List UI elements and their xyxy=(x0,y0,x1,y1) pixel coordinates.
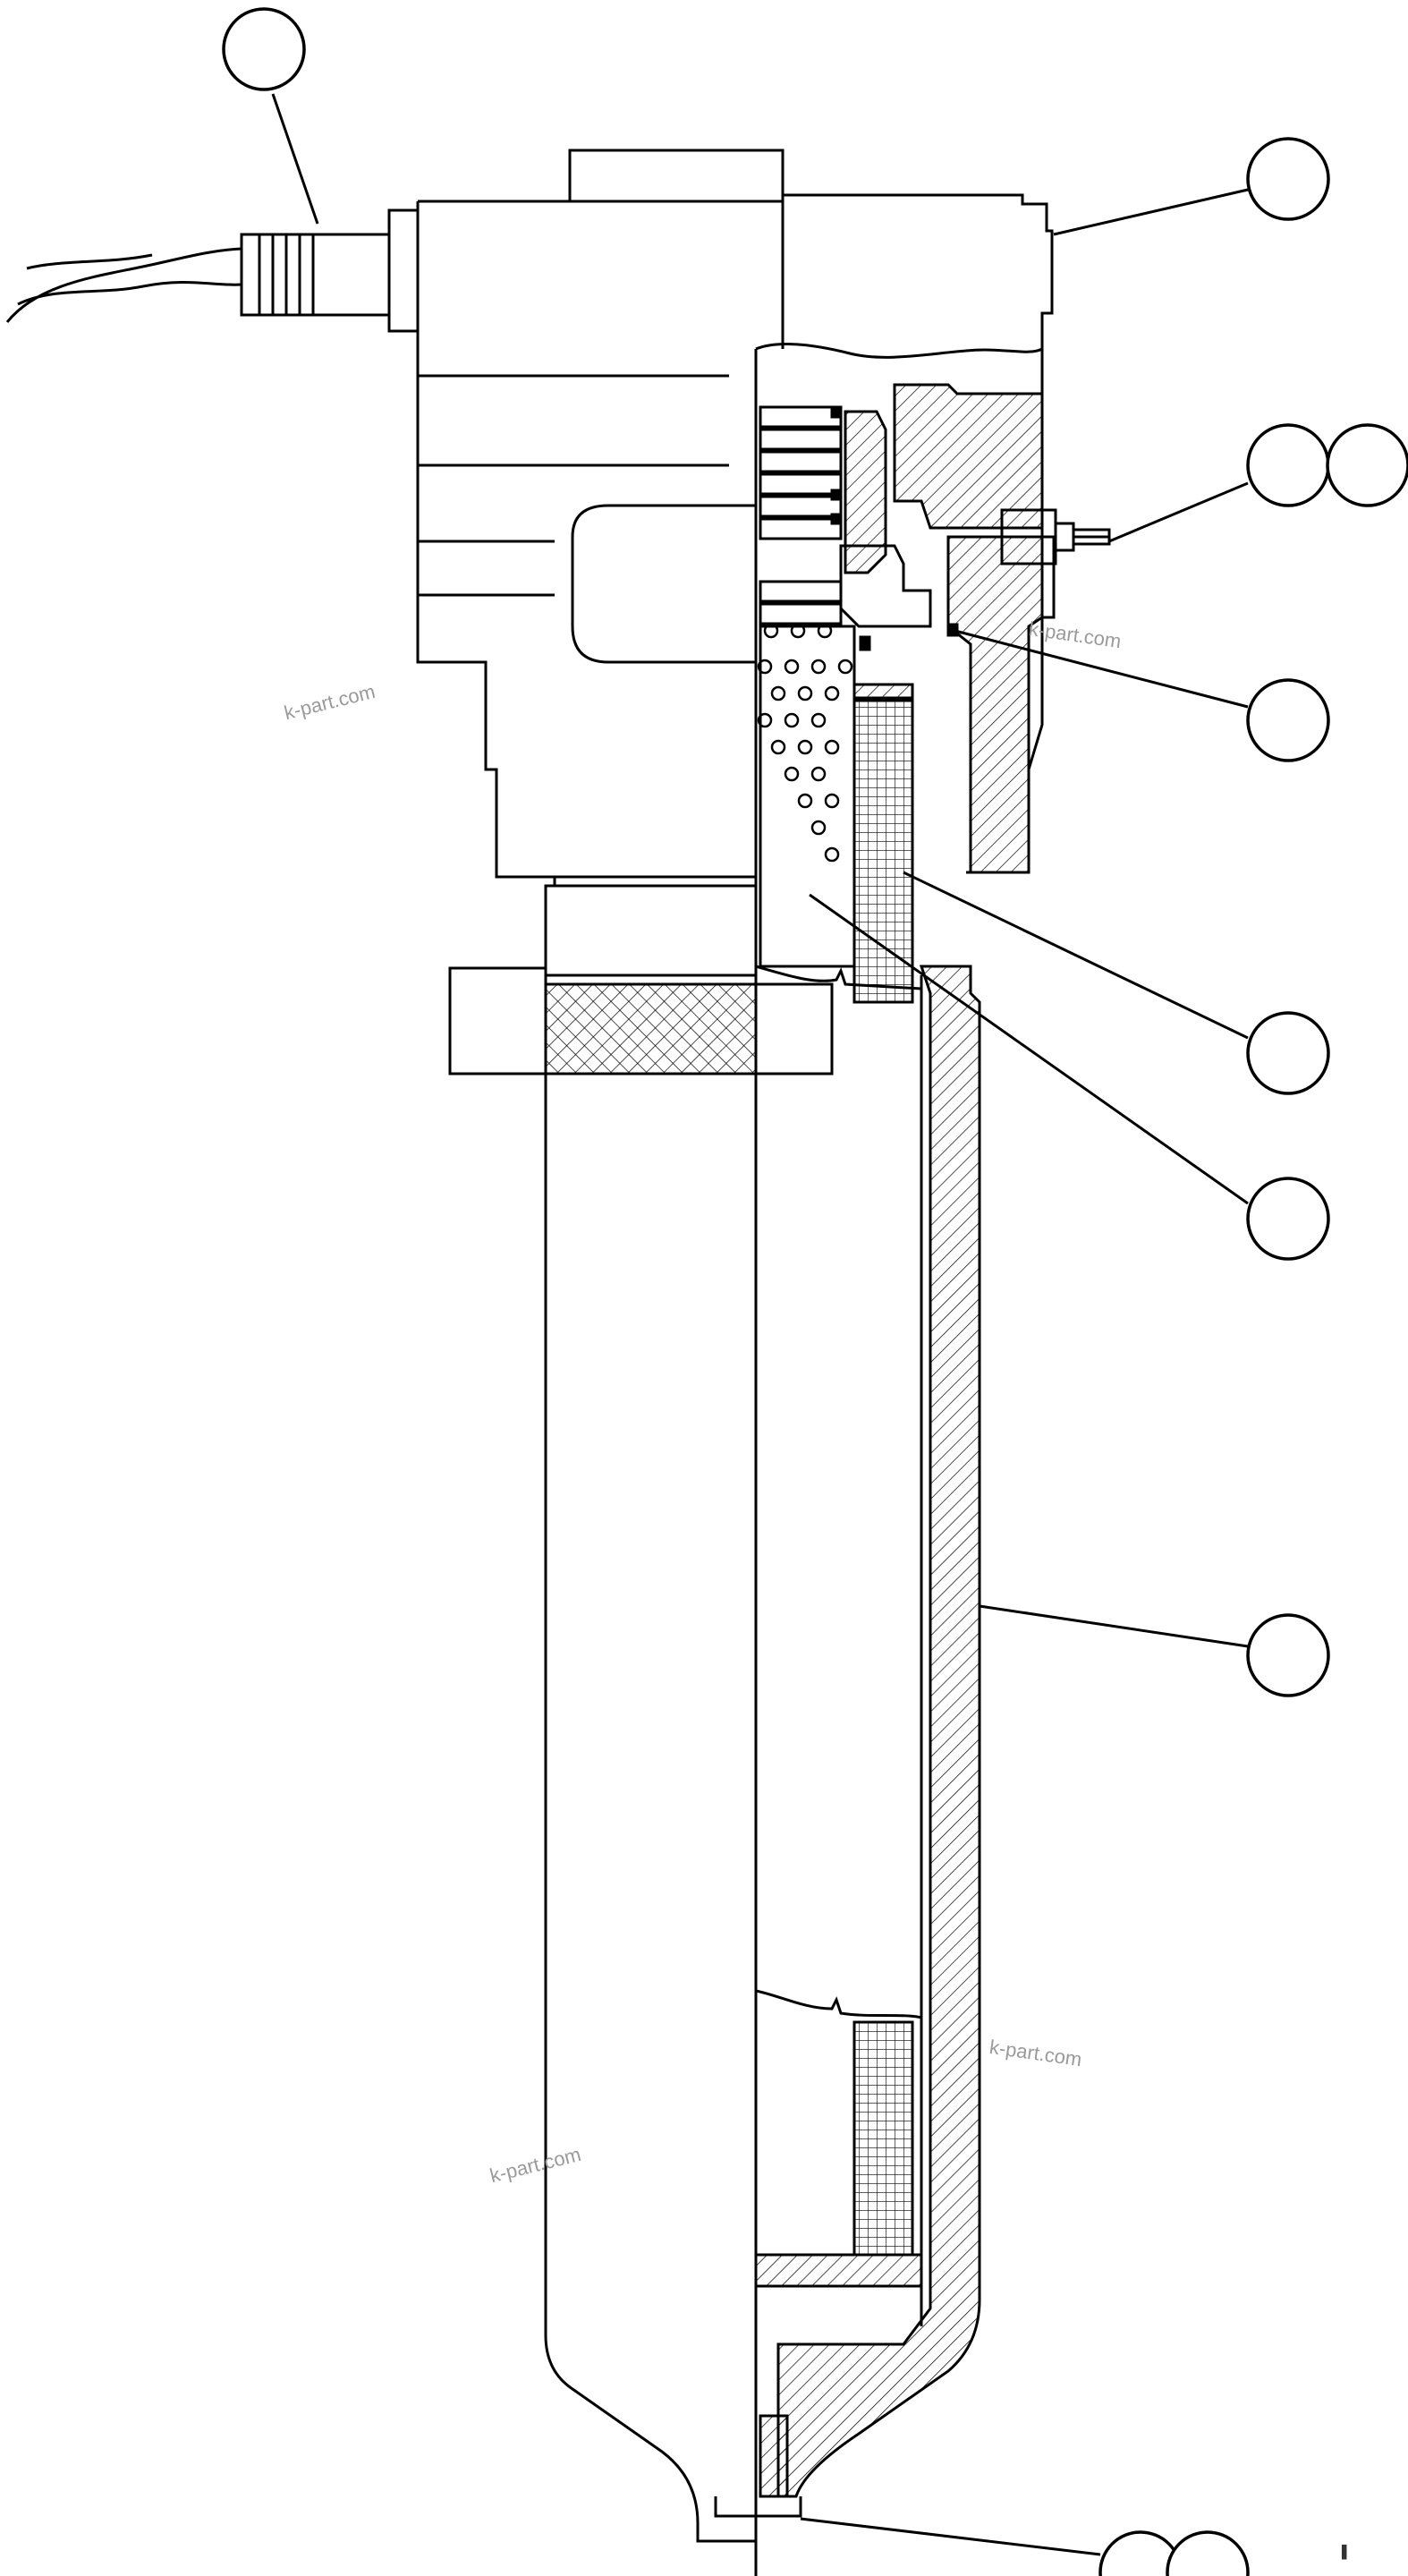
cutaway-break-bottom xyxy=(755,1989,922,2019)
cutaway-break-mid xyxy=(755,965,922,990)
corner-mark: ▌ xyxy=(1342,2546,1352,2560)
cable xyxy=(5,247,242,323)
bypass-spring xyxy=(759,405,887,625)
filter-media-upper xyxy=(852,696,914,1004)
side-port-fitting xyxy=(1000,508,1111,565)
bypass-valve xyxy=(839,544,932,628)
electrical-connector xyxy=(240,208,420,333)
seal-ring-lower xyxy=(859,635,871,651)
filter-bowl xyxy=(448,877,834,2543)
callout-8b xyxy=(1166,2530,1250,2576)
head-section-hatch xyxy=(893,383,1044,530)
bowl-bottom-plug xyxy=(759,2414,789,2498)
bowl-drain xyxy=(714,2496,802,2518)
callout-3b xyxy=(1326,423,1408,507)
filter-head xyxy=(416,149,1056,879)
filter-endcap-lower xyxy=(754,2253,923,2288)
cutaway-break-top xyxy=(755,343,1043,359)
callout-2 xyxy=(1246,137,1330,221)
callout-5 xyxy=(1246,1011,1330,1095)
perforation-holes xyxy=(757,623,853,863)
filter-endcap-upper xyxy=(852,683,914,702)
head-lower-hatch xyxy=(946,535,1044,874)
callout-3a xyxy=(1246,423,1330,507)
leader-lines xyxy=(271,93,1249,2556)
bowl-wall-section xyxy=(776,965,981,2498)
callout-1 xyxy=(222,7,306,91)
callout-4 xyxy=(1246,678,1330,762)
callout-7 xyxy=(1246,1613,1330,1697)
filter-media-lower xyxy=(852,2020,914,2257)
callouts xyxy=(222,7,1408,2576)
callout-6 xyxy=(1246,1177,1330,1261)
